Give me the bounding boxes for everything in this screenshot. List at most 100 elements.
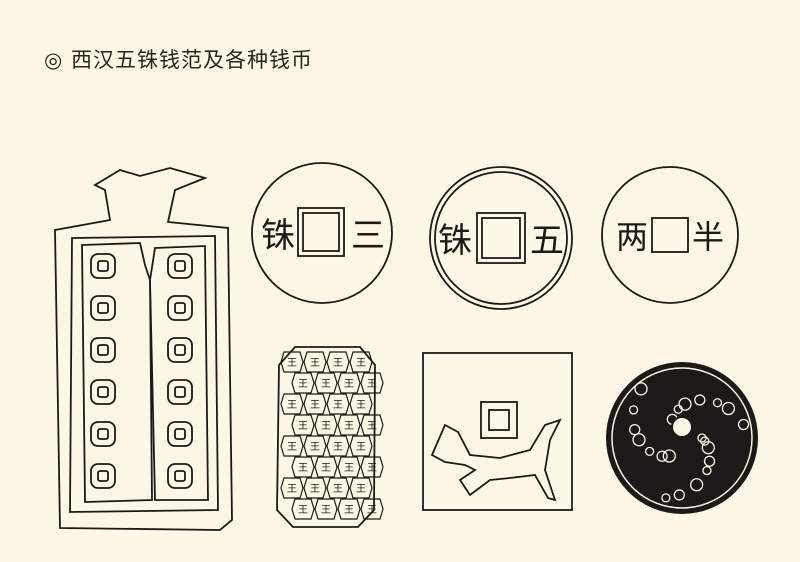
hex-cell xyxy=(314,498,338,520)
svg-text:王: 王 xyxy=(310,484,320,495)
tortoise-shell-plaque: 王王王王王王王王王王王王王王王王王王王王王王王王王王王王王王王王 xyxy=(276,346,384,528)
coin-inscription: 五 xyxy=(530,221,564,261)
coin-mould xyxy=(54,167,233,531)
cloud-swirl xyxy=(662,449,676,463)
hex-cell xyxy=(280,351,304,373)
cloud-swirl xyxy=(644,446,655,456)
hex-cell xyxy=(303,351,327,373)
svg-text:王: 王 xyxy=(310,442,320,453)
cloud-swirl xyxy=(629,423,641,436)
cloud-swirl xyxy=(702,465,712,476)
cloud-swirl xyxy=(632,433,646,447)
svg-text:王: 王 xyxy=(367,421,377,432)
hex-cell xyxy=(303,477,327,499)
mould-coin-cavity xyxy=(90,295,116,321)
hex-cell xyxy=(291,498,315,520)
page-title: ◎ 西汉五铢钱范及各种钱币 xyxy=(44,48,313,72)
svg-text:王: 王 xyxy=(321,421,331,432)
cloud-swirl xyxy=(678,397,692,411)
cloud-swirl xyxy=(700,436,710,446)
hex-cell xyxy=(303,393,327,415)
cloud-swirl xyxy=(703,455,716,467)
hex-cell xyxy=(326,477,350,499)
coin-inscription: 半 xyxy=(692,218,724,256)
cloud-swirl xyxy=(656,450,668,462)
cloud-swirl xyxy=(673,489,685,501)
hex-cell xyxy=(291,456,315,478)
cloud-swirl xyxy=(661,493,671,503)
cloud-swirl xyxy=(634,382,648,396)
svg-text:王: 王 xyxy=(298,379,308,390)
coin-banliang: 两 半 xyxy=(601,166,739,304)
svg-text:王: 王 xyxy=(287,358,297,369)
cloud-swirl xyxy=(673,404,683,414)
mould-coin-cavity xyxy=(90,337,116,363)
svg-text:王: 王 xyxy=(321,505,331,516)
svg-text:王: 王 xyxy=(356,358,366,369)
svg-text:王: 王 xyxy=(344,379,354,390)
horse-plaque xyxy=(422,352,573,511)
coin-sanzhu: 铢 三 xyxy=(251,162,393,304)
svg-text:王: 王 xyxy=(321,463,331,474)
hex-cell xyxy=(280,477,304,499)
coin-inscription: 铢 xyxy=(438,221,472,261)
hex-cell xyxy=(349,435,373,457)
hex-cell xyxy=(291,414,315,436)
mould-coin-cavity xyxy=(167,379,193,405)
hex-cell xyxy=(360,372,384,394)
svg-text:王: 王 xyxy=(367,379,377,390)
svg-text:王: 王 xyxy=(367,463,377,474)
hex-cell xyxy=(314,372,338,394)
svg-text:王: 王 xyxy=(287,484,297,495)
hex-cell xyxy=(314,414,338,436)
svg-text:王: 王 xyxy=(287,442,297,453)
hex-cell xyxy=(360,456,384,478)
svg-text:王: 王 xyxy=(321,379,331,390)
mould-coin-cavity xyxy=(167,295,193,321)
svg-text:王: 王 xyxy=(356,442,366,453)
svg-text:王: 王 xyxy=(310,400,320,411)
cloud-swirl xyxy=(697,433,707,443)
svg-text:王: 王 xyxy=(310,358,320,369)
coin-inscription: 两 xyxy=(616,218,648,256)
hex-cell xyxy=(349,351,373,373)
mould-coin-cavity xyxy=(167,463,193,489)
cloud-swirl xyxy=(712,398,723,408)
svg-text:王: 王 xyxy=(333,400,343,411)
mould-coin-cavity xyxy=(90,379,116,405)
hex-cell xyxy=(314,456,338,478)
mould-coin-cavity xyxy=(167,253,193,279)
svg-text:王: 王 xyxy=(344,463,354,474)
cloud-swirl xyxy=(737,418,750,431)
coin-wuzhu: 铢 五 xyxy=(429,166,573,310)
hex-cell xyxy=(280,435,304,457)
hex-cell xyxy=(280,393,304,415)
coin-inscription: 三 xyxy=(351,216,385,256)
svg-text:王: 王 xyxy=(287,400,297,411)
hex-cell xyxy=(326,351,350,373)
cloud-swirl xyxy=(721,401,736,416)
coin-inscription: 铢 xyxy=(261,216,295,256)
mould-coin-cavity xyxy=(90,421,116,447)
mould-coin-cavity xyxy=(167,337,193,363)
svg-text:王: 王 xyxy=(298,463,308,474)
svg-text:王: 王 xyxy=(356,400,366,411)
hex-cell xyxy=(291,372,315,394)
hex-cell xyxy=(360,498,384,520)
svg-text:王: 王 xyxy=(344,421,354,432)
hex-cell xyxy=(337,498,361,520)
svg-text:王: 王 xyxy=(333,442,343,453)
dragon-coin xyxy=(606,362,758,514)
hex-cell xyxy=(349,393,373,415)
mould-coin-cavity xyxy=(90,253,116,279)
hex-cell xyxy=(337,372,361,394)
cloud-swirl xyxy=(689,478,704,492)
svg-text:王: 王 xyxy=(333,484,343,495)
hex-cell xyxy=(360,414,384,436)
svg-text:王: 王 xyxy=(356,484,366,495)
hex-cell xyxy=(337,456,361,478)
cloud-swirl xyxy=(694,394,706,406)
hex-cell xyxy=(326,435,350,457)
svg-text:王: 王 xyxy=(333,358,343,369)
